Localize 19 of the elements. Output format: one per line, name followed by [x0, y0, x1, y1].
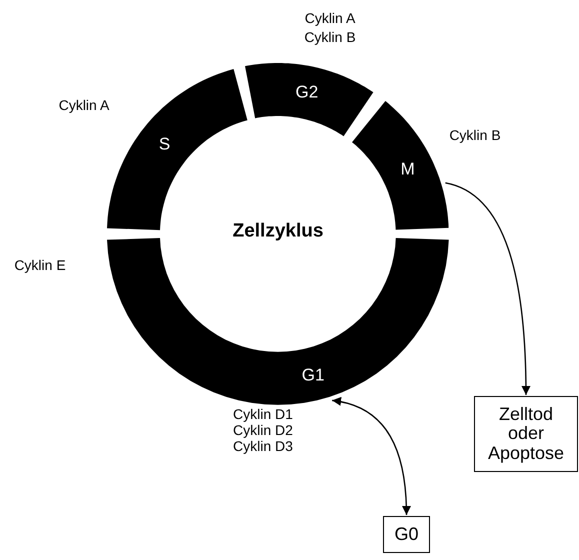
double-arrow: [332, 398, 411, 516]
outcome-box: Zelltod oder Apoptose: [474, 396, 578, 472]
phase-segment: [352, 101, 449, 230]
cyclin-label: Cyklin E: [14, 258, 66, 272]
phase-label: G2: [296, 83, 318, 100]
cyclin-label: Cyklin A: [304, 11, 356, 25]
phase-label: G1: [302, 366, 324, 384]
cyclin-label: Cyklin D1: [233, 407, 293, 421]
phase-label: S: [158, 135, 170, 152]
cyclin-label: Cyklin A: [58, 98, 110, 112]
arrow: [445, 182, 530, 396]
cyclin-label: Cyklin D2: [233, 423, 293, 437]
outcome-box: G0: [383, 516, 430, 553]
phase-label: M: [400, 160, 415, 178]
cyclin-label: Cyklin D3: [233, 439, 293, 453]
cyclin-label: Cyklin B: [449, 128, 501, 142]
phase-segment: [245, 63, 374, 136]
cyclin-label: Cyklin B: [304, 30, 356, 44]
diagram-center-title: Zellzyklus: [232, 222, 324, 240]
